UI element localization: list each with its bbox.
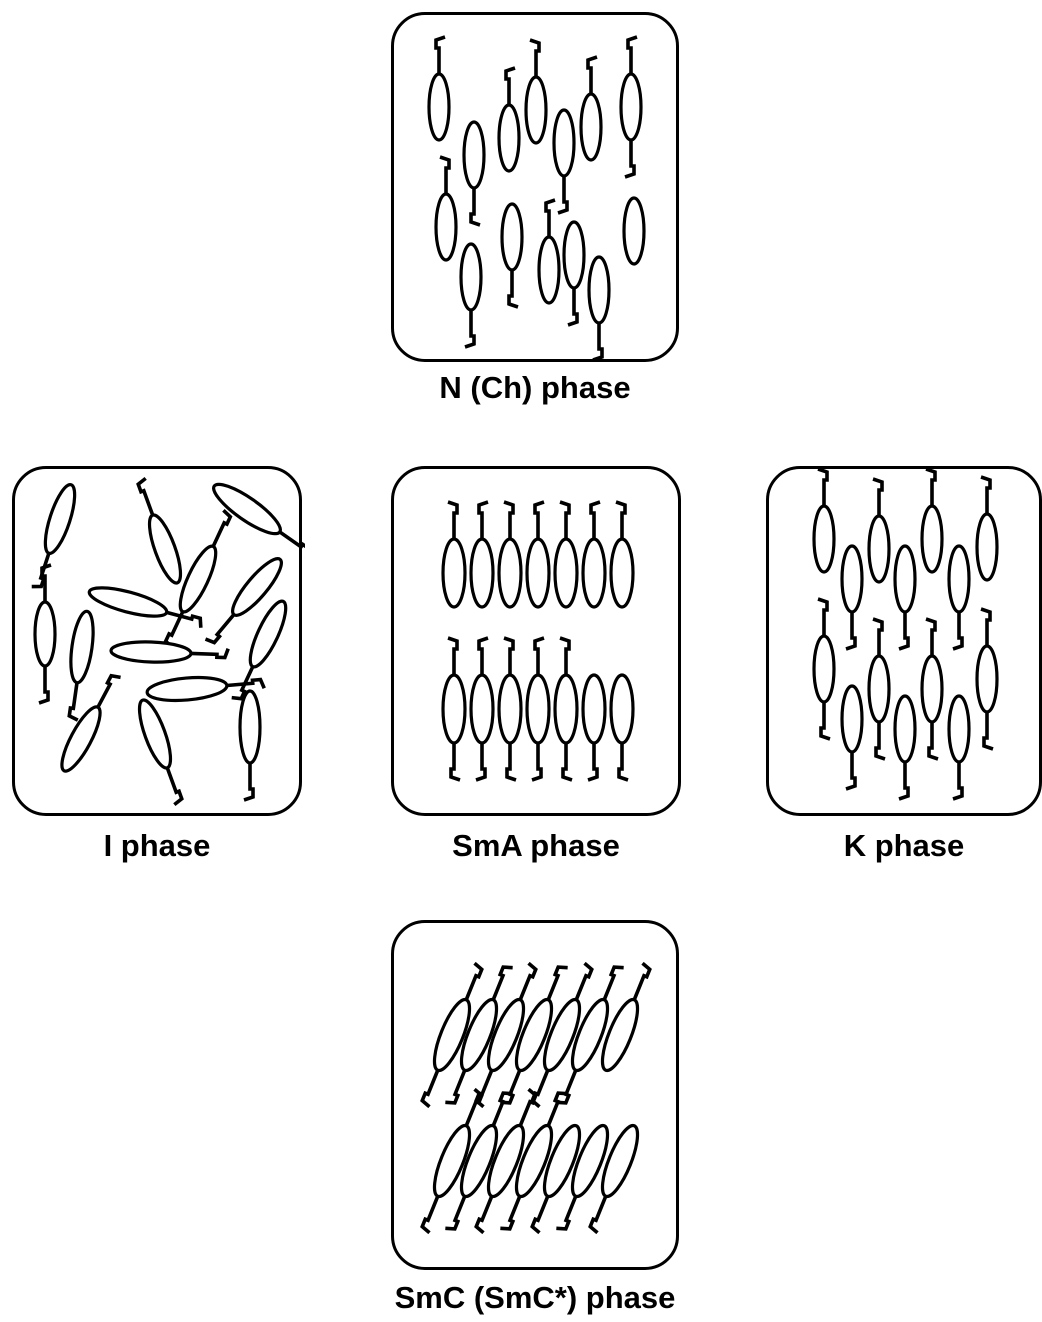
molecule — [555, 638, 577, 780]
molecule — [62, 610, 97, 721]
molecule — [527, 638, 549, 780]
molecule — [842, 546, 862, 649]
phase-panel-i — [12, 466, 302, 816]
phase-panel-k — [766, 466, 1042, 816]
molecule — [208, 477, 305, 562]
molecule — [443, 638, 465, 780]
n-molecules — [394, 15, 682, 365]
molecule — [977, 609, 997, 749]
molecule — [499, 638, 521, 780]
k-molecules — [769, 469, 1042, 819]
molecule — [461, 244, 481, 347]
molecule — [502, 204, 522, 307]
molecule — [471, 502, 493, 607]
molecule — [111, 641, 229, 665]
molecule — [527, 502, 549, 607]
sma-phase-label: SmA phase — [391, 828, 681, 864]
molecule — [240, 691, 260, 800]
molecule — [583, 675, 605, 780]
molecule — [555, 502, 577, 607]
molecule — [814, 469, 834, 572]
molecule — [55, 670, 124, 776]
molecule — [611, 502, 633, 607]
molecule — [526, 40, 546, 143]
molecule — [814, 599, 834, 739]
n-phase-label: N (Ch) phase — [391, 370, 679, 406]
molecule — [842, 686, 862, 789]
molecule — [429, 37, 449, 140]
smc-molecules — [394, 923, 682, 1273]
molecule — [564, 222, 584, 325]
molecule — [977, 477, 997, 580]
molecule — [869, 479, 889, 582]
molecule — [621, 37, 641, 177]
molecule — [611, 675, 633, 780]
molecule — [464, 122, 484, 225]
phase-panel-n — [391, 12, 679, 362]
k-phase-label: K phase — [766, 828, 1042, 864]
molecule — [589, 257, 609, 360]
molecule — [624, 198, 644, 264]
molecule — [869, 619, 889, 759]
molecule — [499, 68, 519, 171]
smc-phase-label: SmC (SmC*) phase — [391, 1280, 679, 1316]
molecule — [895, 546, 915, 649]
molecule — [499, 502, 521, 607]
molecule — [895, 696, 915, 799]
molecule — [133, 697, 189, 806]
molecule — [539, 200, 559, 303]
phase-panel-smc — [391, 920, 679, 1270]
molecule — [131, 477, 187, 586]
molecule — [443, 502, 465, 607]
molecule — [949, 696, 969, 799]
molecule — [581, 57, 601, 160]
molecule — [436, 157, 456, 260]
molecule — [949, 546, 969, 649]
i-molecules — [15, 469, 305, 819]
molecule — [922, 619, 942, 759]
molecule — [28, 482, 81, 592]
molecule — [583, 502, 605, 607]
molecule — [554, 110, 574, 213]
phase-panel-sma — [391, 466, 681, 816]
i-phase-label: I phase — [12, 828, 302, 864]
molecule — [922, 469, 942, 572]
molecule — [471, 638, 493, 780]
sma-molecules — [394, 469, 684, 819]
